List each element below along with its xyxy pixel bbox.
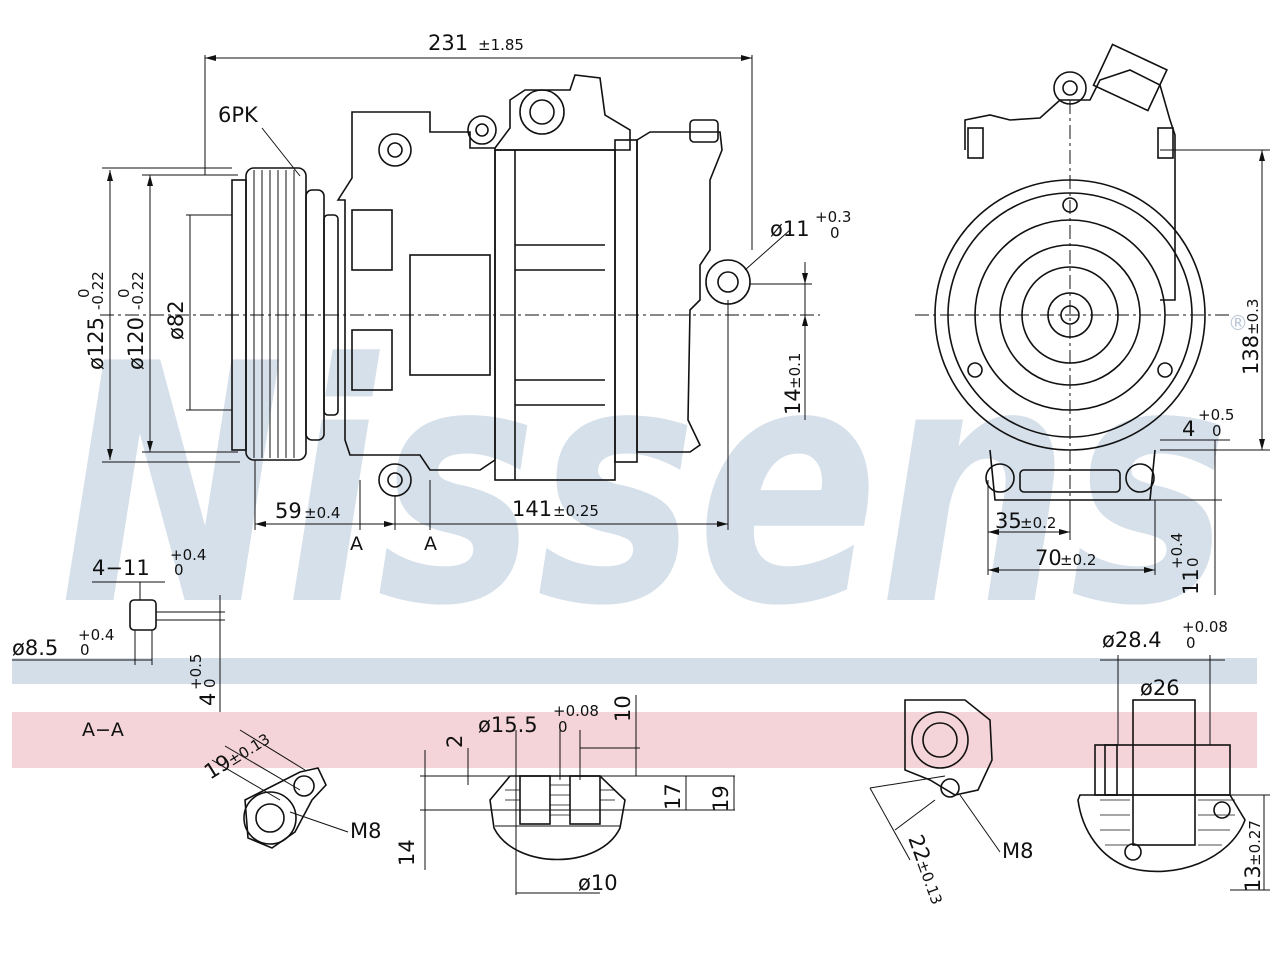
mount-hole-tol-lower: 0 — [830, 224, 840, 242]
pulley-125-tol-upper: 0 — [75, 288, 93, 298]
port-284-diameter: ø28.4 — [1102, 628, 1162, 652]
pulley-125-diameter: ø125 — [84, 317, 108, 370]
pulley-120-tol-lower: -0.22 — [129, 271, 147, 310]
mount-hole-detail: 4−11 +0.4 0 ø8.5 +0.4 0 4 +0.5 0 — [12, 546, 225, 712]
compressor-body — [336, 74, 751, 497]
height-138-dimension: 138 — [1239, 335, 1263, 375]
detail-4-tol-upper: +0.5 — [187, 654, 205, 690]
port-26-diameter: ø26 — [1140, 676, 1180, 700]
port-10-diameter: ø10 — [578, 871, 618, 895]
dim-70-tolerance: ±0.2 — [1060, 551, 1096, 569]
holes-4x11-tol-upper: +0.4 — [170, 546, 206, 564]
holes-4x11-tol-lower: 0 — [174, 561, 184, 579]
section-aa-label: A−A — [82, 719, 124, 741]
section-marker-a-left: A — [350, 533, 363, 555]
mount-hole-diameter: ø11 — [770, 217, 810, 241]
dim-11-tol-upper: +0.4 — [1168, 533, 1186, 569]
pulley — [231, 167, 339, 461]
height-138-tolerance: ±0.3 — [1244, 299, 1262, 335]
front-view: 138 ±0.3 4 +0.5 0 35 ±0.2 70 ±0.2 11 +0.… — [915, 43, 1270, 595]
dim-4-tol-upper: +0.5 — [1198, 406, 1234, 424]
belt-label: 6PK — [218, 103, 259, 127]
registered-mark: ® — [1228, 311, 1248, 335]
distance-141-dimension: 141 — [512, 497, 552, 521]
dim-19b-value: 19 — [709, 785, 733, 812]
overall-length-tolerance: ±1.85 — [478, 36, 524, 54]
detail-4-value: 4 — [196, 693, 220, 706]
offset-14-tolerance: ±0.1 — [786, 353, 804, 389]
hub-82-diameter: ø82 — [164, 300, 188, 340]
pulley-120-tol-upper: 0 — [115, 288, 133, 298]
hole-85-tol-upper: +0.4 — [78, 626, 114, 644]
overall-length-dimension: 231 — [428, 31, 468, 55]
dim-13-value: 13 — [1241, 865, 1265, 892]
dim-4-tol-lower: 0 — [1212, 422, 1222, 440]
dim-11-value: 11 — [1179, 568, 1203, 595]
dim-14-value: 14 — [395, 839, 419, 866]
dim-2-value: 2 — [443, 735, 467, 748]
port-155-tol-lower: 0 — [558, 718, 568, 736]
dim-70-value: 70 — [1035, 546, 1062, 570]
side-view: 231 ±1.85 ø125 -0.22 0 ø120 -0.22 0 ø82 — [75, 31, 851, 555]
distance-59-tolerance: ±0.4 — [304, 504, 340, 522]
watermark-brand-text: Nissens — [60, 294, 1230, 678]
port-284-tol-lower: 0 — [1186, 634, 1196, 652]
watermark-red-band — [12, 712, 1257, 768]
dim-10-value: 10 — [611, 695, 635, 722]
dim-13-tolerance: ±0.27 — [1246, 820, 1264, 866]
mount-hole-tol-upper: +0.3 — [815, 208, 851, 226]
hole-85-diameter: ø8.5 — [12, 636, 58, 660]
middle-port: ø15.5 +0.08 0 2 10 17 19 14 ø10 — [395, 695, 735, 895]
pulley-125-tol-lower: -0.22 — [89, 271, 107, 310]
hole-85-tol-lower: 0 — [80, 641, 90, 659]
pulley-120-diameter: ø120 — [124, 317, 148, 370]
thread-m8-left: M8 — [350, 819, 381, 843]
offset-14-dimension: 14 — [781, 388, 805, 415]
dim-35-tolerance: ±0.2 — [1020, 514, 1056, 532]
dim-22-tolerance: ±0.13 — [913, 858, 946, 907]
far-right-port: ø28.4 +0.08 0 ø26 13 ±0.27 — [1077, 618, 1270, 892]
port-155-tol-upper: +0.08 — [553, 702, 599, 720]
distance-141-tolerance: ±0.25 — [553, 502, 599, 520]
port-284-tol-upper: +0.08 — [1182, 618, 1228, 636]
distance-59-dimension: 59 — [275, 499, 302, 523]
dim-17-value: 17 — [661, 783, 685, 810]
dim-11-tol-lower: 0 — [1184, 557, 1202, 567]
thread-m8-right: M8 — [1002, 839, 1033, 863]
detail-4-tol-lower: 0 — [201, 678, 219, 688]
dim-35-value: 35 — [995, 509, 1022, 533]
dim-4-value: 4 — [1182, 417, 1195, 441]
port-155-diameter: ø15.5 — [478, 713, 538, 737]
holes-4x11-label: 4−11 — [92, 556, 150, 580]
section-marker-a-right: A — [424, 533, 437, 555]
